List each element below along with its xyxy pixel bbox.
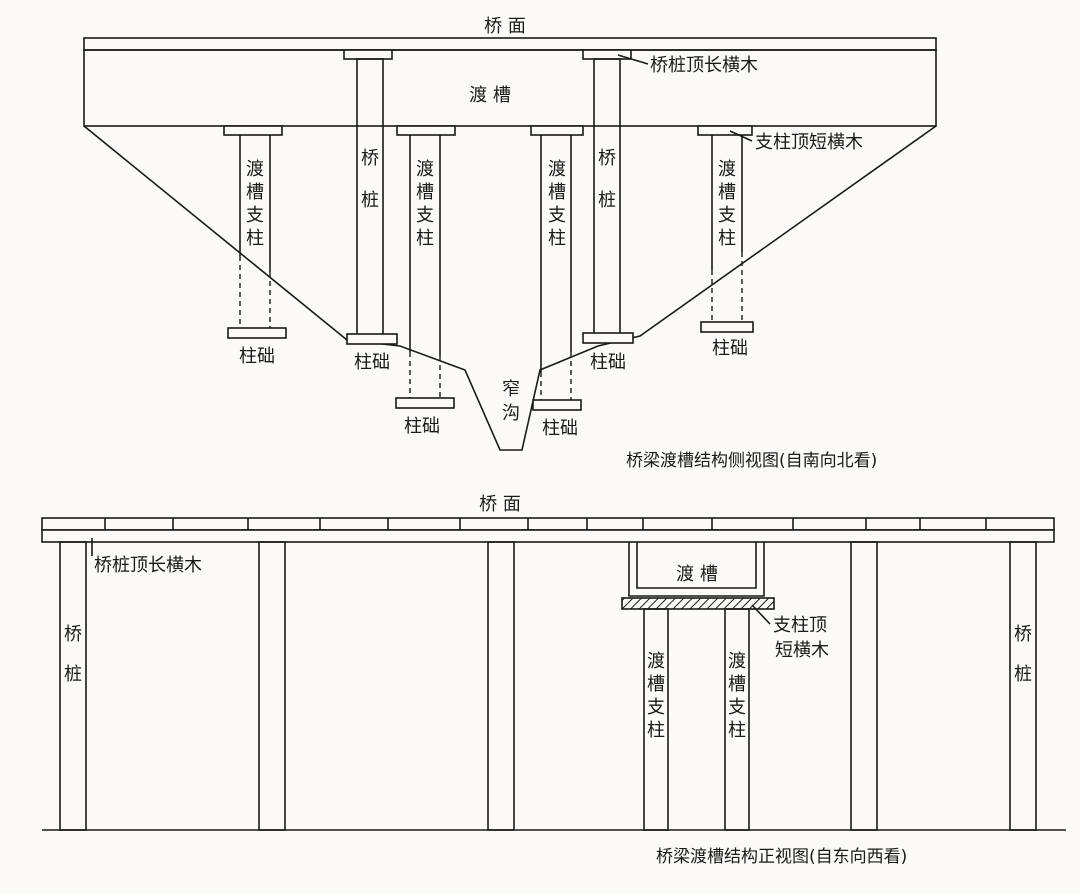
svg-text:渡: 渡 [728, 651, 746, 672]
svg-text:支: 支 [647, 697, 665, 718]
svg-text:支: 支 [246, 205, 264, 226]
side-deck-label: 桥 面 [484, 16, 526, 37]
side-footing-label-4: 柱础 [712, 338, 748, 359]
side-trough [83, 49, 937, 127]
svg-text:支: 支 [416, 205, 434, 226]
svg-text:槽: 槽 [246, 182, 264, 203]
svg-text:柱: 柱 [416, 228, 434, 249]
front-post-left-label: 渡 槽 支 柱 [647, 651, 665, 741]
front-post-right-label: 渡 槽 支 柱 [728, 651, 746, 741]
svg-text:柱: 柱 [647, 720, 665, 741]
front-post-top-beam-label-1: 支柱顶 [773, 615, 827, 636]
svg-text:柱: 柱 [246, 228, 264, 249]
side-view: 桥 面 渡 槽 [83, 16, 937, 471]
front-pile-2 [258, 541, 286, 831]
side-pile-left-label-2: 桩 [361, 190, 379, 211]
svg-text:渡: 渡 [718, 159, 736, 180]
side-post-top-beam-label: 支柱顶短横木 [755, 132, 863, 153]
side-pile-footing-right [582, 332, 634, 344]
front-pile-5 [1009, 541, 1037, 831]
front-pile-5-label-2: 桩 [1014, 664, 1032, 685]
front-deck-label: 桥 面 [479, 494, 521, 515]
side-post-top-beam-2 [396, 125, 456, 136]
svg-text:槽: 槽 [548, 182, 566, 203]
side-post-footing-1 [227, 327, 287, 339]
svg-text:支: 支 [718, 205, 736, 226]
svg-text:渡: 渡 [548, 159, 566, 180]
front-pile-top-long-beam [41, 529, 1055, 543]
svg-text:柱: 柱 [548, 228, 566, 249]
front-pile-top-beam-label: 桥桩顶长横木 [94, 555, 202, 576]
side-pile-right-label-1: 桥 [598, 148, 616, 169]
front-deck [41, 517, 1055, 531]
svg-text:槽: 槽 [416, 182, 434, 203]
side-post-1-label: 渡 槽 支 柱 [246, 159, 264, 249]
side-post-4-label: 渡 槽 支 柱 [718, 159, 736, 249]
side-pile-footing-left [346, 333, 398, 345]
front-pile-5-label-1: 桥 [1014, 624, 1032, 645]
side-footing-label-6: 柱础 [542, 418, 578, 439]
side-pile-top-beam-left [343, 49, 393, 60]
side-post-top-beam-1 [223, 125, 283, 136]
svg-text:渡: 渡 [416, 159, 434, 180]
front-pile-4 [850, 541, 878, 831]
front-view: 桥 面 渡 [41, 494, 1066, 867]
svg-text:柱: 柱 [728, 720, 746, 741]
front-trough [628, 542, 765, 597]
side-trough-label: 渡 槽 [469, 85, 511, 106]
side-footing-label-1: 柱础 [239, 346, 275, 367]
side-post-top-beam-4 [697, 125, 753, 136]
side-deck [83, 37, 937, 51]
side-footing-label-5: 柱础 [404, 416, 440, 437]
side-post-footing-3 [532, 399, 582, 411]
side-pile-left-label-1: 桥 [361, 148, 379, 169]
side-pile-right-label-2: 桩 [598, 190, 616, 211]
front-trough-label: 渡 槽 [676, 564, 718, 585]
svg-text:渡: 渡 [246, 159, 264, 180]
svg-text:槽: 槽 [647, 674, 665, 695]
side-ditch-label-1: 窄 [502, 379, 520, 400]
side-pile-top-beam-label: 桥桩顶长横木 [650, 55, 758, 76]
svg-text:柱: 柱 [718, 228, 736, 249]
svg-text:槽: 槽 [728, 674, 746, 695]
svg-text:支: 支 [548, 205, 566, 226]
side-post-footing-2 [395, 397, 455, 409]
svg-text:渡: 渡 [647, 651, 665, 672]
side-ground-profile [83, 125, 937, 451]
side-post-footing-4 [700, 321, 754, 333]
side-view-caption: 桥梁渡槽结构侧视图(自南向北看) [626, 451, 877, 471]
side-post-top-beam-3 [530, 125, 584, 136]
front-post-top-short-beam [621, 597, 775, 610]
svg-text:槽: 槽 [718, 182, 736, 203]
side-ditch-label-2: 沟 [502, 403, 520, 424]
front-pile-3 [487, 541, 515, 831]
side-post-3-label: 渡 槽 支 柱 [548, 159, 566, 249]
front-deck-plank-joints [104, 518, 987, 530]
front-post-top-beam-label-2: 短横木 [775, 640, 829, 661]
front-pile-1-label-2: 桩 [64, 664, 82, 685]
side-footing-label-2: 柱础 [354, 352, 390, 373]
front-view-caption: 桥梁渡槽结构正视图(自东向西看) [656, 847, 907, 867]
front-pile-1-label-1: 桥 [64, 624, 82, 645]
svg-text:支: 支 [728, 697, 746, 718]
front-pile-1 [59, 541, 87, 831]
side-post-2-label: 渡 槽 支 柱 [416, 159, 434, 249]
side-footing-label-3: 柱础 [590, 352, 626, 373]
side-pile-top-beam-right [582, 49, 632, 60]
